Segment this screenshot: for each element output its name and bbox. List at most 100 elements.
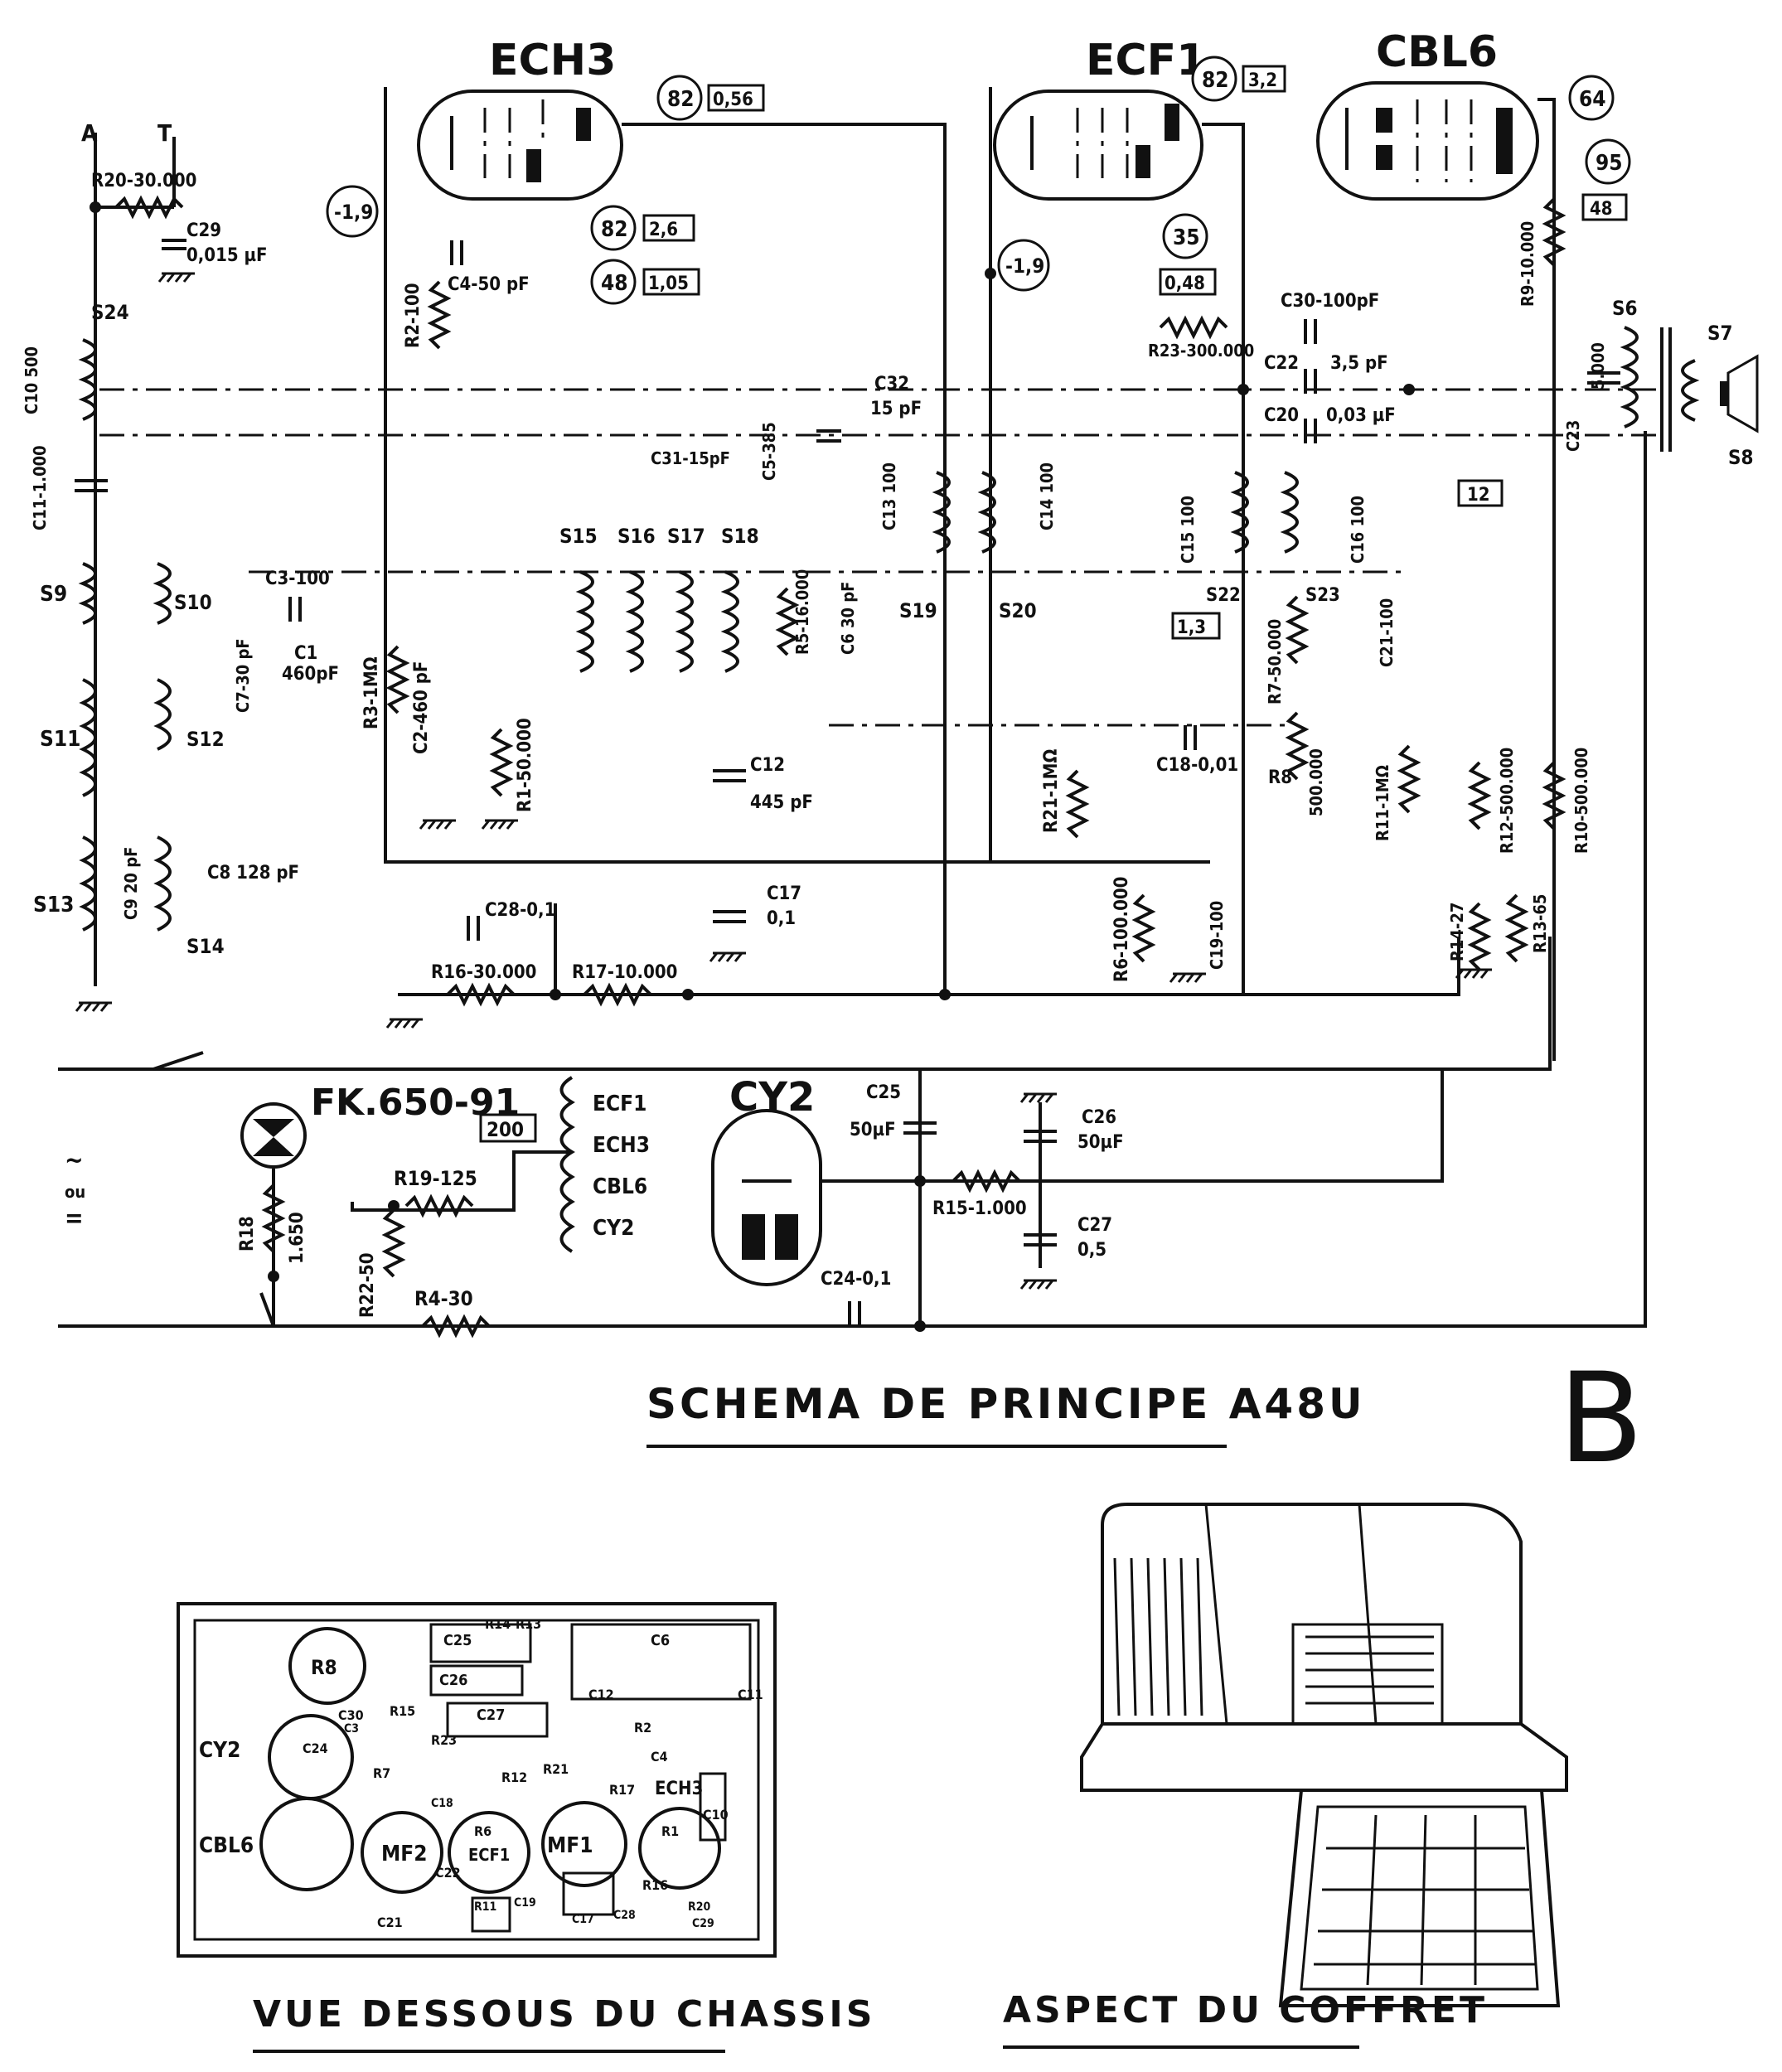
c22-label: C22 [1264,353,1299,374]
v-12: 12 [1467,485,1490,506]
chassis-ecf1: ECF1 [468,1845,510,1865]
c31-label: C31-15pF [651,448,730,468]
c27-label: C27 [1077,1215,1112,1236]
v-82a: 82 [667,87,695,112]
s13-label: S13 [33,893,74,917]
r18-label: R18 [237,1216,258,1251]
lamp-fk650 [240,1102,307,1169]
chassis-r14: R14 [485,1616,511,1632]
s14-label: S14 [186,935,225,958]
c28-label: C28-0,1 [485,900,555,921]
c14-label: C14 100 [1037,462,1057,530]
chassis-r13: R13 [516,1616,541,1632]
chassis-r17: R17 [609,1782,635,1798]
s9-label: S9 [40,582,67,607]
c12-value: 445 pF [750,792,813,813]
v-35: 35 [1173,225,1200,250]
chassis-view [177,1602,777,1958]
c32-value: 15 pF [870,399,922,419]
r8-label: R8 [1268,767,1292,788]
r9-label: R9-10.000 [1518,221,1537,307]
chassis-r11: R11 [474,1900,496,1914]
c2-label: C2-460 pF [411,661,432,754]
r15-label: R15-1.000 [932,1198,1027,1219]
chassis-mf1: MF1 [547,1833,593,1858]
cbl6-label: CBL6 [1376,27,1498,77]
s15-label: S15 [559,525,598,548]
chassis-c18: C18 [431,1797,453,1810]
r10-label: R10-500.000 [1571,748,1591,854]
c29-value: 0,015 µF [186,245,268,266]
c15-label: C15 100 [1178,496,1198,564]
c9-label: C9 20 pF [121,847,141,920]
chassis-r16: R16 [642,1877,668,1893]
c23-value: 5.000 [1588,342,1608,390]
terminal-t: T [157,119,172,147]
r20-label: R20-30.000 [91,171,196,191]
tube-ecf1 [993,90,1203,201]
chassis-c21: C21 [377,1915,403,1930]
v-82c: 82 [1202,68,1229,93]
v-82b: 82 [601,217,628,242]
chassis-r23: R23 [431,1732,457,1748]
chassis-c25: C25 [443,1632,472,1649]
s6-label: S6 [1612,297,1638,320]
chassis-c6: C6 [651,1632,670,1649]
heater-ecf1: ECF1 [593,1092,646,1116]
v-200: 200 [487,1118,524,1141]
c3-label: C3-100 [265,569,330,589]
chassis-r8: R8 [311,1656,337,1679]
s19-label: S19 [899,599,937,622]
c18-label: C18-0,01 [1156,755,1238,776]
main-title: SCHEMA DE PRINCIPE A48U [646,1380,1366,1428]
big-letter: B [1558,1347,1644,1491]
s20-label: S20 [999,599,1037,622]
c26-label: C26 [1082,1107,1116,1128]
s24-label: S24 [91,301,129,324]
mains-or: ou [65,1182,85,1202]
c10-label: C10 500 [22,346,41,414]
tube-cy2 [711,1109,822,1286]
r11-label: R11-1MΩ [1373,765,1392,841]
c27-value: 0,5 [1077,1240,1106,1261]
c25-value: 50µF [850,1120,896,1140]
chassis-c26: C26 [439,1672,467,1689]
r6-label: R6-100.000 [1111,877,1132,982]
r12-label: R12-500.000 [1497,748,1517,854]
v-056: 0,56 [713,90,753,110]
chassis-r12: R12 [501,1769,527,1785]
chassis-r21: R21 [543,1761,569,1777]
r2-label: R2-100 [403,283,424,348]
chassis-c28: C28 [613,1909,636,1922]
v-48b: 48 [1590,199,1613,220]
v-105: 1,05 [648,274,689,294]
mains-dc: = [65,1204,84,1233]
r23-label: R23-300.000 [1148,341,1254,361]
r13-label: R13-65 [1530,894,1550,953]
chassis-c10: C10 [703,1807,729,1823]
c23-label: C23 [1563,420,1583,452]
tube-ech3 [417,90,623,201]
chassis-c29: C29 [692,1917,714,1930]
c16-label: C16 100 [1348,496,1368,564]
r4-label: R4-30 [414,1287,473,1310]
s11-label: S11 [40,727,80,752]
r21-label: R21-1MΩ [1041,749,1062,833]
c20-value: 0,03 µF [1326,405,1396,426]
heater-cbl6: CBL6 [593,1174,647,1199]
c21-label: C21-100 [1377,598,1397,667]
c19-label: C19-100 [1207,901,1227,970]
c32-label: C32 [874,374,909,395]
capacitors [75,239,1620,1326]
s12-label: S12 [186,728,225,751]
chassis-r1: R1 [661,1823,679,1839]
v-64: 64 [1579,87,1606,112]
ech3-label: ECH3 [489,36,616,85]
chassis-c4: C4 [651,1749,668,1765]
chassis-c30: C30 [338,1707,364,1723]
r17-label: R17-10.000 [572,962,677,983]
c5-label: C5-385 [759,422,779,481]
c13-label: C13 100 [879,462,899,530]
